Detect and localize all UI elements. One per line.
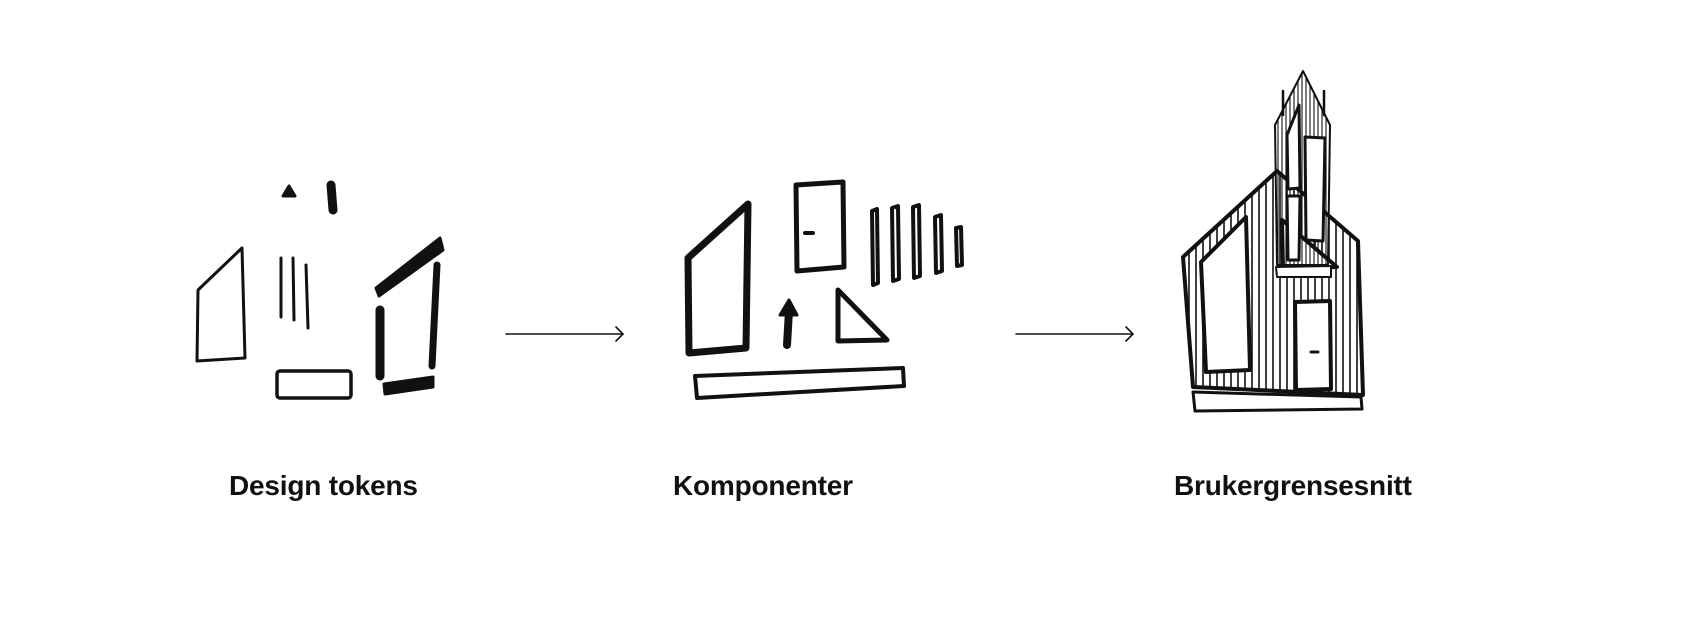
arrow-right-icon: [505, 324, 627, 344]
design-tokens-sketch-icon: [185, 170, 455, 410]
house-sketch-icon: [1175, 65, 1475, 425]
arrow-right-icon: [1015, 324, 1137, 344]
stage-label-design-tokens: Design tokens: [229, 470, 418, 502]
stage-label-user-interface: Brukergrensesnitt: [1174, 470, 1412, 502]
stage-label-components: Komponenter: [673, 470, 853, 502]
components-sketch-icon: [680, 175, 980, 415]
